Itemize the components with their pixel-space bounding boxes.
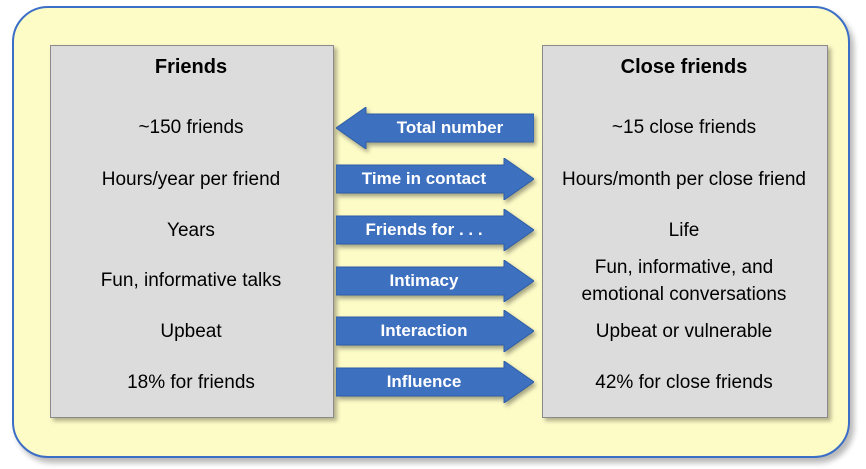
friends-intimacy-cell: Fun, informative talks <box>100 270 282 291</box>
arrow-label-interaction: Interaction <box>380 321 468 340</box>
arrow-total-number: Total number <box>336 107 534 149</box>
arrow-time-in-contact: Time in contact <box>336 158 534 200</box>
friends-duration-cell: Years <box>167 220 215 241</box>
friends-time-cell: Hours/year per friend <box>101 169 281 190</box>
close-friends-time-cell: Hours/month per close friend <box>562 169 806 190</box>
arrow-friends-for: Friends for . . . <box>336 209 534 251</box>
friends-influence-cell: 18% for friends <box>127 372 255 393</box>
close-friends-interaction-cell: Upbeat or vulnerable <box>595 321 773 342</box>
arrow-interaction: Interaction <box>336 310 534 352</box>
friends-total-cell: ~150 friends <box>138 117 244 138</box>
arrow-label-total-number: Total number <box>396 118 504 137</box>
close-friends-column-title: Close friends <box>620 56 748 78</box>
arrow-label-time-in-contact: Time in contact <box>361 169 487 188</box>
close-friends-intimacy-line1: Fun, informative, and <box>594 257 774 278</box>
close-friends-influence-cell: 42% for close friends <box>595 372 773 393</box>
arrow-label-intimacy: Intimacy <box>389 271 459 290</box>
arrow-intimacy: Intimacy <box>336 260 534 302</box>
friends-column <box>50 45 334 418</box>
friends-column-title: Friends <box>154 56 228 78</box>
close-friends-column <box>542 45 828 418</box>
close-friends-intimacy-line2: emotional conversations <box>581 284 787 305</box>
close-friends-total-cell: ~15 close friends <box>611 117 757 138</box>
friends-interaction-cell: Upbeat <box>160 321 222 342</box>
close-friends-duration-cell: Life <box>668 220 700 241</box>
arrow-influence: Influence <box>336 361 534 403</box>
arrow-label-influence: Influence <box>386 372 462 391</box>
arrow-label-friends-for: Friends for . . . <box>365 220 483 239</box>
